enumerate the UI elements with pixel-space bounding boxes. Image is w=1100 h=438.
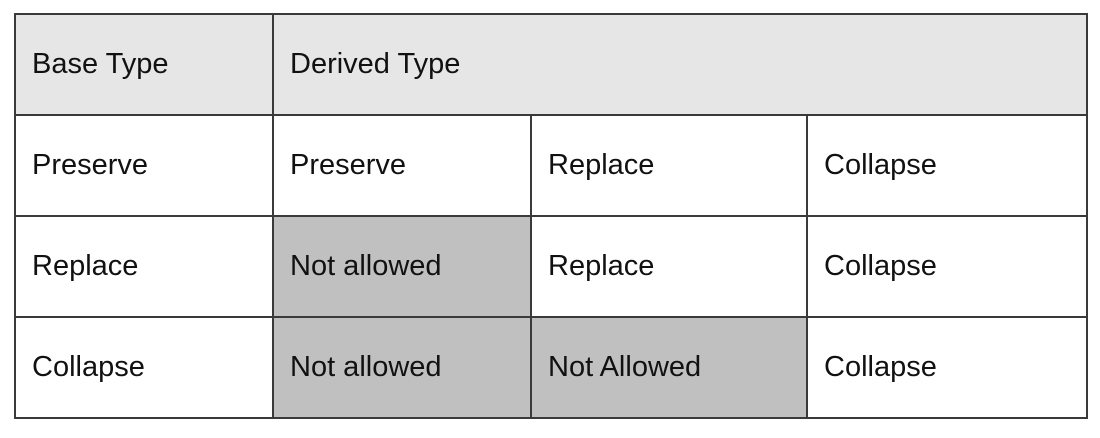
- derived-cell-not-allowed: Not allowed: [272, 215, 532, 318]
- derived-cell-not-allowed: Not allowed: [272, 316, 532, 419]
- row-base-cell: Preserve: [14, 114, 274, 217]
- table-row: Replace Not allowed Replace Collapse: [14, 215, 1088, 318]
- header-derived-type: Derived Type: [272, 13, 1088, 116]
- header-row: Base Type Derived Type: [14, 13, 1088, 116]
- table-row: Preserve Preserve Replace Collapse: [14, 114, 1088, 217]
- header-base-type: Base Type: [14, 13, 274, 116]
- derived-cell: Replace: [530, 215, 808, 318]
- row-base-cell: Collapse: [14, 316, 274, 419]
- table-row: Collapse Not allowed Not Allowed Collaps…: [14, 316, 1088, 419]
- derived-cell: Collapse: [806, 114, 1088, 217]
- derived-cell-not-allowed: Not Allowed: [530, 316, 808, 419]
- derived-cell: Replace: [530, 114, 808, 217]
- row-base-cell: Replace: [14, 215, 274, 318]
- whitespace-derivation-table: Base Type Derived Type Preserve Preserve…: [14, 13, 1088, 419]
- derived-cell: Collapse: [806, 316, 1088, 419]
- derived-cell: Collapse: [806, 215, 1088, 318]
- derived-cell: Preserve: [272, 114, 532, 217]
